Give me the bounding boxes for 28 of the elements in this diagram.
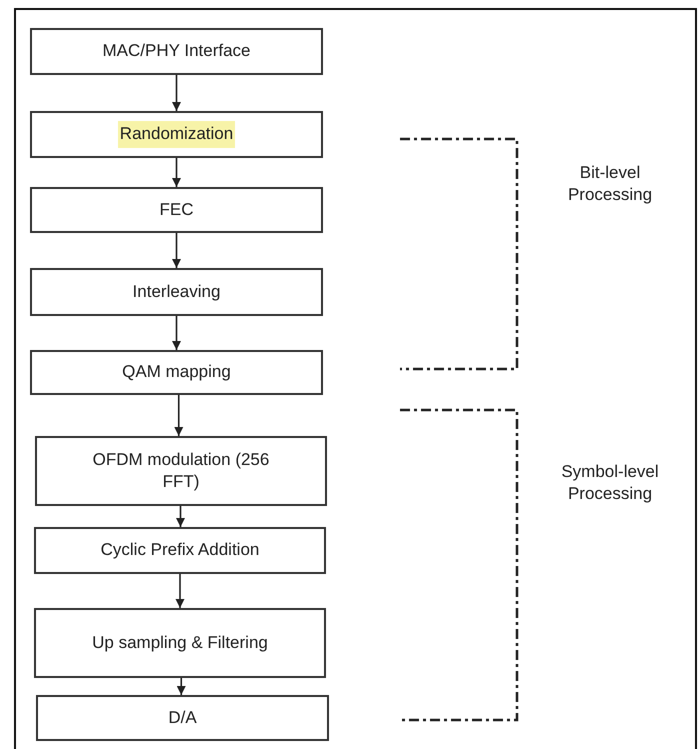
box-label: FEC <box>160 198 194 221</box>
box-label: MAC/PHY Interface <box>102 40 251 62</box>
process-box <box>30 111 323 158</box>
group-label: Symbol-level Processing <box>560 461 660 506</box>
box-label: Interleaving <box>132 280 220 303</box>
arrow <box>172 158 181 187</box>
arrow <box>172 75 181 111</box>
process-box <box>30 350 323 395</box>
process-box <box>30 28 323 75</box>
box-label: QAM mapping <box>122 361 231 384</box>
arrow <box>176 678 186 695</box>
arrow <box>176 574 184 608</box>
arrow <box>172 316 181 350</box>
process-box <box>30 187 323 233</box>
arrow <box>176 506 185 527</box>
process-box <box>34 527 326 574</box>
box-label: Up sampling & Filtering <box>92 632 268 654</box>
process-box <box>34 608 326 678</box>
process-box <box>36 695 329 741</box>
box-label: Cyclic Prefix Addition <box>100 539 260 562</box>
arrow <box>174 395 184 436</box>
process-box <box>30 268 323 316</box>
box-label: D/A <box>168 706 197 729</box>
group-label: Bit-level Processing <box>566 162 654 206</box>
process-box <box>35 436 327 506</box>
arrow <box>172 233 181 268</box>
highlighted-text: Randomization <box>118 121 236 148</box>
box-label: OFDM modulation (256 FFT) <box>92 448 270 493</box>
